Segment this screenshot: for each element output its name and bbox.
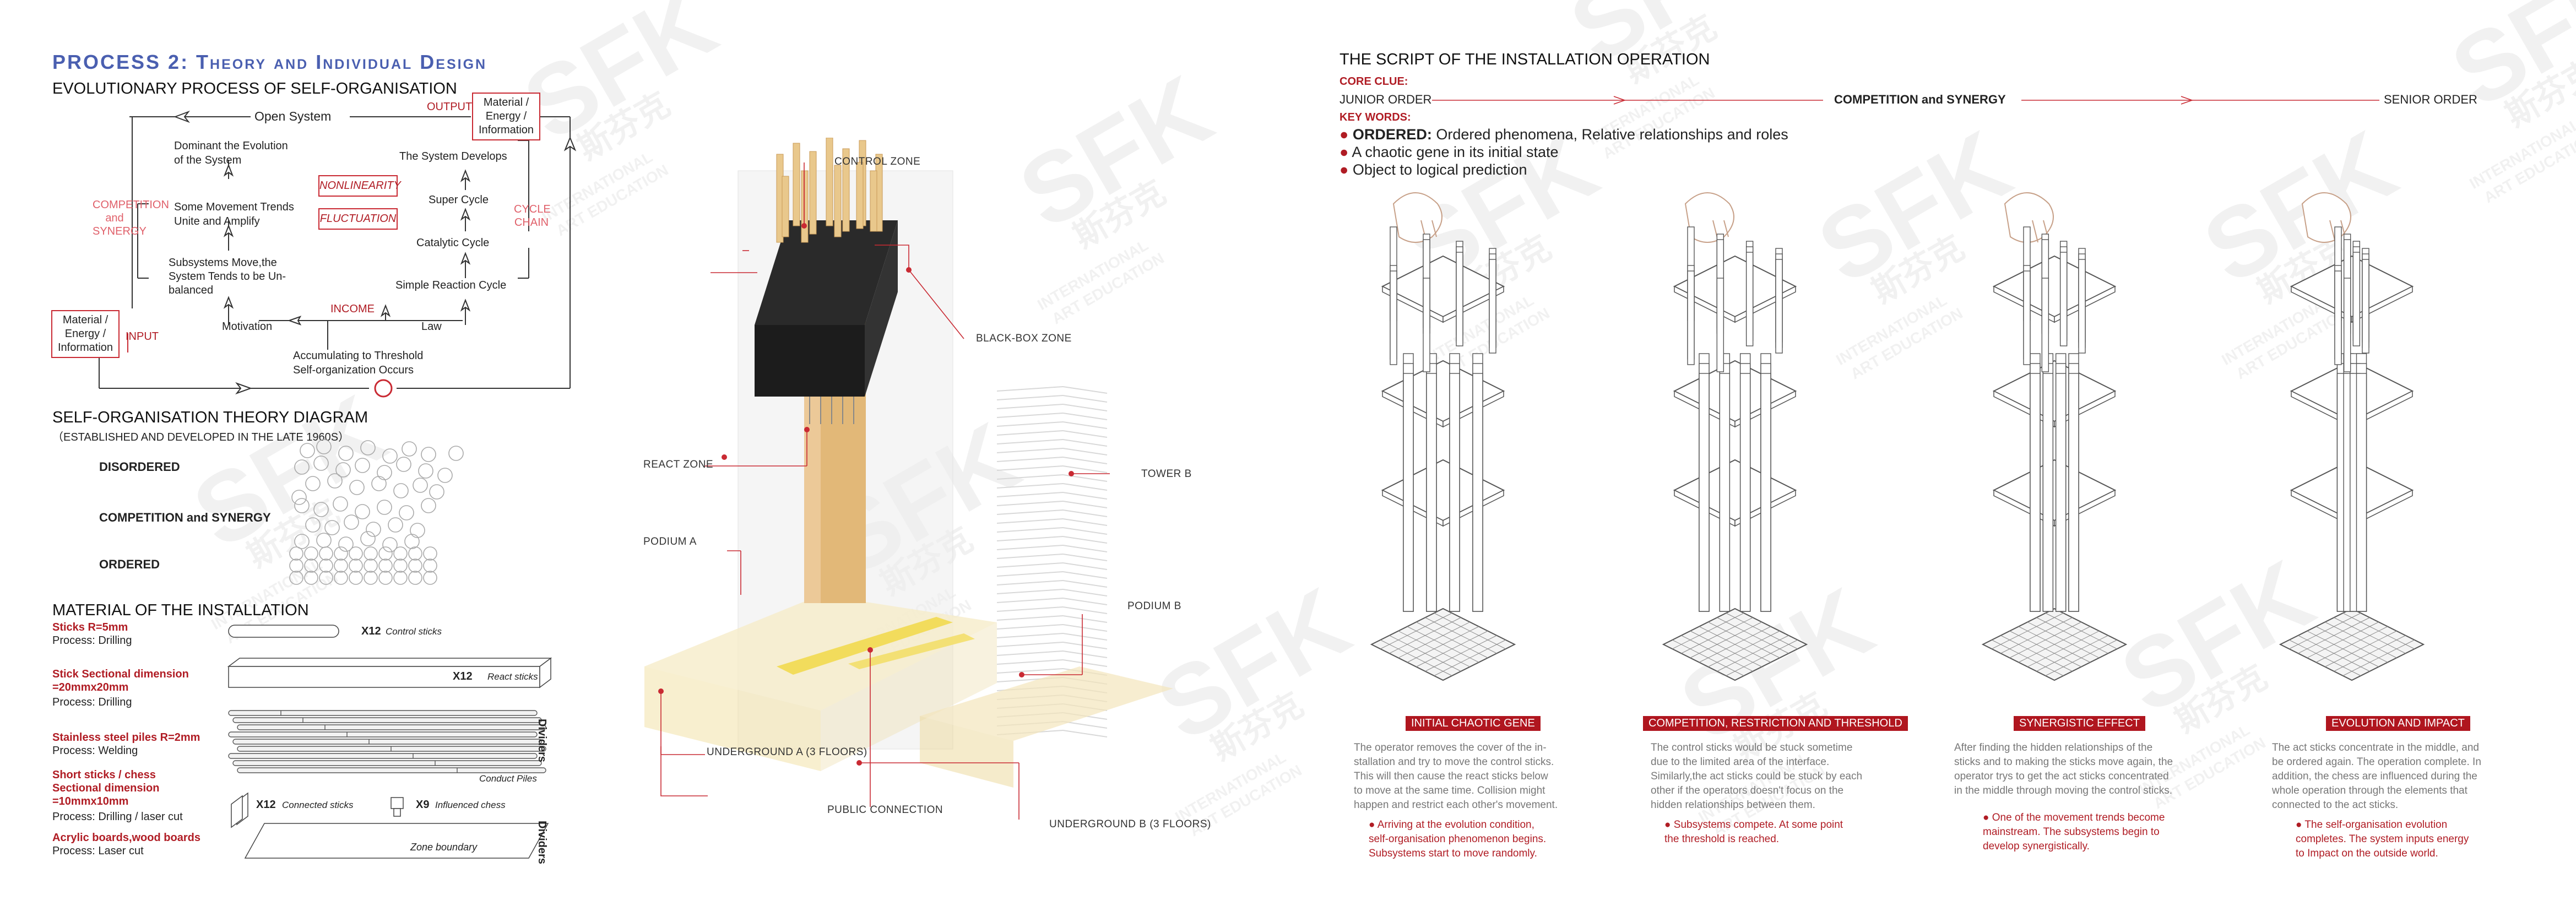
stage-model: [1370, 192, 1516, 681]
stage-1-title: INITIAL CHAOTIC GENE: [1406, 716, 1541, 731]
stage-4-title: EVOLUTION AND IMPACT: [2326, 716, 2470, 731]
key-word-item: ● Object to logical prediction: [1339, 161, 1527, 178]
connected-count: X12: [256, 799, 276, 811]
income-label: INCOME: [330, 303, 375, 315]
key-words-label: KEY WORDS:: [1339, 111, 1411, 123]
script-heading: THE SCRIPT OF THE INSTALLATION OPERATION: [1339, 51, 1710, 68]
dividers-label: Dividers: [536, 719, 548, 762]
underground-a-label: UNDERGROUND A (3 FLOORS): [707, 746, 867, 758]
motivation-label: Motivation: [222, 321, 273, 333]
acrylic-title: Acrylic boards,wood boards: [52, 832, 200, 844]
stage-model: [2279, 192, 2425, 681]
dividers-label-2: Dividers: [536, 821, 548, 864]
blackbox-zone-label: BLACK-BOX ZONE: [976, 333, 1072, 344]
react-count: X12: [453, 670, 473, 682]
stage-3-title: SYNERGISTIC EFFECT: [2014, 716, 2145, 731]
open-system-label: Open System: [254, 109, 332, 123]
conduct-piles-label: Conduct Piles: [479, 773, 537, 784]
stage-1-body: The operator removes the cover of the in…: [1354, 742, 1558, 811]
sticks-process: Process: Drilling: [52, 635, 132, 647]
catalytic-cycle-label: Catalytic Cycle: [416, 237, 490, 249]
theory-circles: [289, 439, 464, 585]
simple-cycle-label: Simple Reaction Cycle: [395, 279, 507, 291]
react-zone-label: REACT ZONE: [643, 459, 714, 470]
system-develops-label: The System Develops: [399, 150, 507, 162]
sticks-count: X12: [361, 625, 381, 637]
stick-section-title: Stick Sectional dimension=20mmx20mm: [52, 668, 189, 693]
core-clue-label: CORE CLUE:: [1339, 75, 1408, 88]
material-drawings: [227, 625, 552, 859]
key-words-list: ● ORDERED: Ordered phenomena, Relative r…: [1339, 126, 1788, 178]
output-label: OUTPUT: [427, 101, 473, 113]
law-label: Law: [421, 321, 442, 333]
react-caption: React sticks: [487, 671, 538, 682]
public-connection-label: PUBLIC CONNECTION: [827, 804, 943, 816]
stage-model: [1662, 192, 1808, 681]
tower-b-label: TOWER B: [1141, 468, 1192, 480]
ordered-label: ORDERED: [99, 557, 160, 571]
stage-2-body: The control sticks would be stuck someti…: [1651, 742, 1863, 811]
page-title: PROCESS 2: Theory and Individual Design: [52, 51, 487, 73]
key-word-item: ● A chaotic gene in its initial state: [1339, 144, 1559, 160]
stage-2-title: COMPETITION, RESTRICTION AND THRESHOLD: [1643, 716, 1908, 731]
evolution-heading: EVOLUTIONARY PROCESS OF SELF-ORGANISATIO…: [52, 80, 457, 97]
material-output-box: Material /Energy /Information: [472, 93, 540, 140]
theory-subheading: （ESTABLISHED AND DEVELOPED IN THE LATE 1…: [52, 431, 350, 443]
chess-caption: Influenced chess: [435, 800, 506, 810]
core-clue-arrows: [1432, 96, 2379, 105]
material-input-box: Material /Energy /Information: [51, 310, 120, 358]
steel-title: Stainless steel piles R=2mm: [52, 731, 200, 744]
senior-order-label: SENIOR ORDER: [2384, 93, 2477, 106]
theory-heading: SELF-ORGANISATION THEORY DIAGRAM: [52, 409, 368, 426]
zone-boundary-label: Zone boundary: [410, 842, 478, 853]
control-zone-label: CONTROL ZONE: [834, 156, 921, 167]
installation-render: [644, 138, 1173, 820]
input-label: INPUT: [126, 330, 159, 343]
competition-synergy-label: COMPETITION and SYNERGY: [99, 511, 271, 524]
super-cycle-label: Super Cycle: [429, 194, 489, 206]
stage-3-body: After finding the hidden relationships o…: [1954, 742, 2173, 796]
steel-process: Process: Welding: [52, 745, 138, 757]
material-heading: MATERIAL OF THE INSTALLATION: [52, 601, 309, 619]
stage-model: [1981, 192, 2128, 681]
connected-caption: Connected sticks: [282, 800, 354, 810]
chess-count: X9: [416, 799, 430, 811]
podium-a-label: PODIUM A: [643, 536, 697, 547]
acrylic-process: Process: Laser cut: [52, 845, 144, 857]
sticks-caption: Control sticks: [386, 626, 442, 637]
stick-section-process: Process: Drilling: [52, 696, 132, 708]
stage-models: [1370, 192, 2425, 681]
disordered-label: DISORDERED: [99, 460, 180, 474]
key-word-item: ● ORDERED: Ordered phenomena, Relative r…: [1339, 126, 1788, 143]
nonlinearity-box: NONLINEARITY: [318, 175, 401, 197]
junior-order-label: JUNIOR ORDER: [1339, 93, 1432, 106]
evolution-diagram: [99, 110, 577, 398]
sticks-title: Sticks R=5mm: [52, 621, 128, 633]
stage-4-body: The act sticks concentrate in the middle…: [2272, 742, 2481, 811]
fluctuation-box: FLUCTUATION: [318, 208, 398, 230]
competition-synergy-clue: COMPETITION and SYNERGY: [1834, 93, 2006, 106]
short-sticks-process: Process: Drilling / laser cut: [52, 811, 183, 823]
underground-b-label: UNDERGROUND B (3 FLOORS): [1049, 818, 1211, 830]
podium-b-label: PODIUM B: [1127, 600, 1181, 612]
stage-1-note: ● Arriving at the evolution condition,se…: [1369, 819, 1547, 859]
